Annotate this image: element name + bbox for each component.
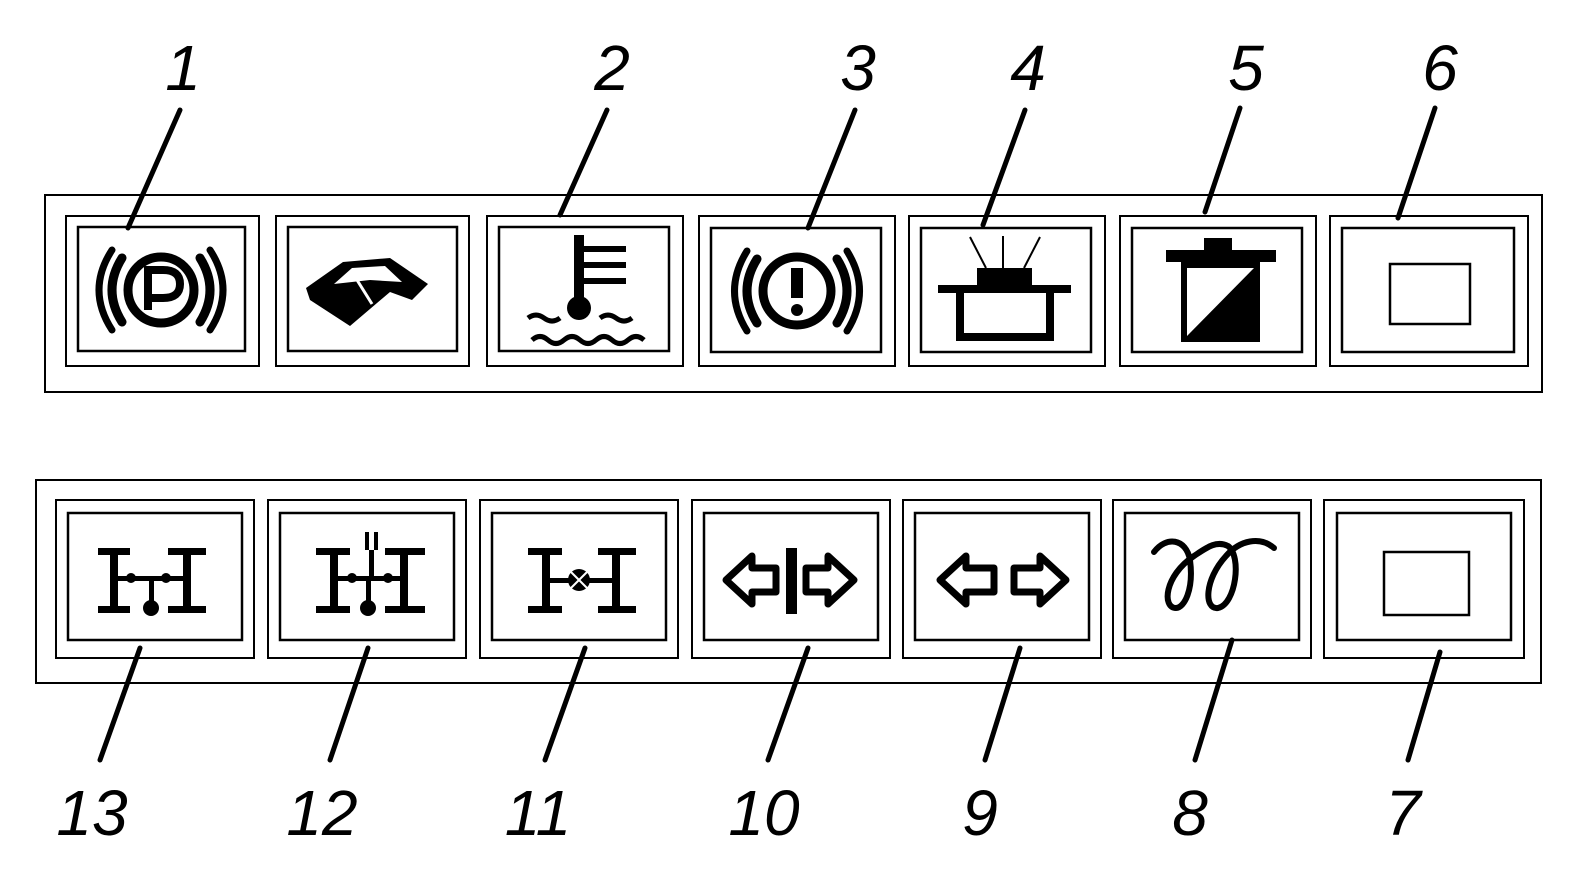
callout-6: 6 bbox=[1422, 32, 1458, 104]
engine-overheat-icon bbox=[908, 215, 1106, 367]
bottom-indicator-panel bbox=[35, 479, 1542, 684]
center-differential-lock-icon bbox=[267, 499, 467, 659]
callout-8: 8 bbox=[1172, 777, 1208, 849]
brake-pad-wear-icon bbox=[275, 215, 470, 367]
glow-plug-icon bbox=[1112, 499, 1312, 659]
blank-lamp-icon-bottom bbox=[1323, 499, 1525, 659]
top-indicator-panel bbox=[44, 194, 1543, 393]
callout-7: 7 bbox=[1385, 777, 1423, 849]
callout-12: 12 bbox=[286, 777, 357, 849]
trailer-turn-signal-icon bbox=[691, 499, 891, 659]
callout-9: 9 bbox=[962, 777, 998, 849]
callout-13: 13 bbox=[56, 777, 128, 849]
battery-charge-icon bbox=[1119, 215, 1317, 367]
coolant-temperature-icon bbox=[486, 215, 684, 367]
callout-10: 10 bbox=[728, 777, 800, 849]
callout-leaders bbox=[97, 105, 1443, 763]
brake-system-warning-icon bbox=[698, 215, 896, 367]
callout-1: 1 bbox=[165, 32, 201, 104]
blank-lamp-icon bbox=[1329, 215, 1529, 367]
callout-3: 3 bbox=[840, 32, 876, 104]
turn-signal-icon bbox=[902, 499, 1102, 659]
callout-2: 2 bbox=[593, 32, 630, 104]
callout-numbers: 1 2 3 4 5 6 13 12 11 10 9 8 7 bbox=[56, 32, 1458, 849]
callout-5: 5 bbox=[1228, 32, 1264, 104]
parking-brake-icon bbox=[65, 215, 260, 367]
callout-4: 4 bbox=[1010, 32, 1046, 104]
inter-axle-differential-lock-icon bbox=[479, 499, 679, 659]
rear-differential-lock-icon bbox=[55, 499, 255, 659]
callout-11: 11 bbox=[505, 777, 571, 849]
